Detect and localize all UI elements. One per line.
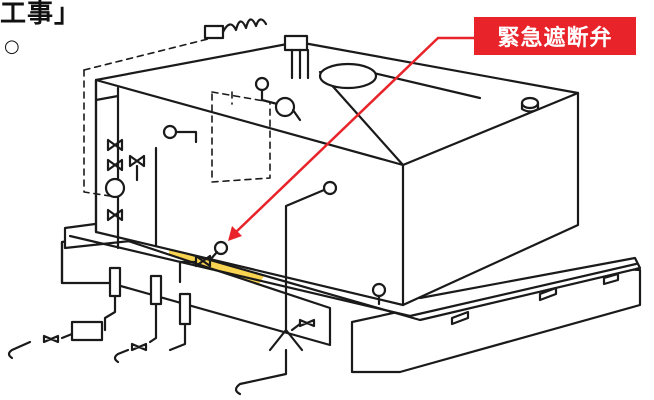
circle-mark: ○ (4, 36, 20, 57)
heading-fragment: 工事」 (0, 0, 82, 29)
callout-arrow (228, 36, 476, 241)
outlet-pipes (7, 266, 316, 396)
emergency-valve (178, 240, 229, 284)
concrete-base (60, 233, 642, 374)
left-piping (94, 78, 146, 250)
dashed-pipes (83, 37, 271, 197)
roof-vent (520, 96, 540, 110)
emergency-shutoff-valve-label: 緊急遮断弁 (474, 17, 636, 55)
top-coil (203, 18, 268, 40)
manhole-cover (318, 62, 378, 90)
top-sensor-box (283, 34, 309, 52)
